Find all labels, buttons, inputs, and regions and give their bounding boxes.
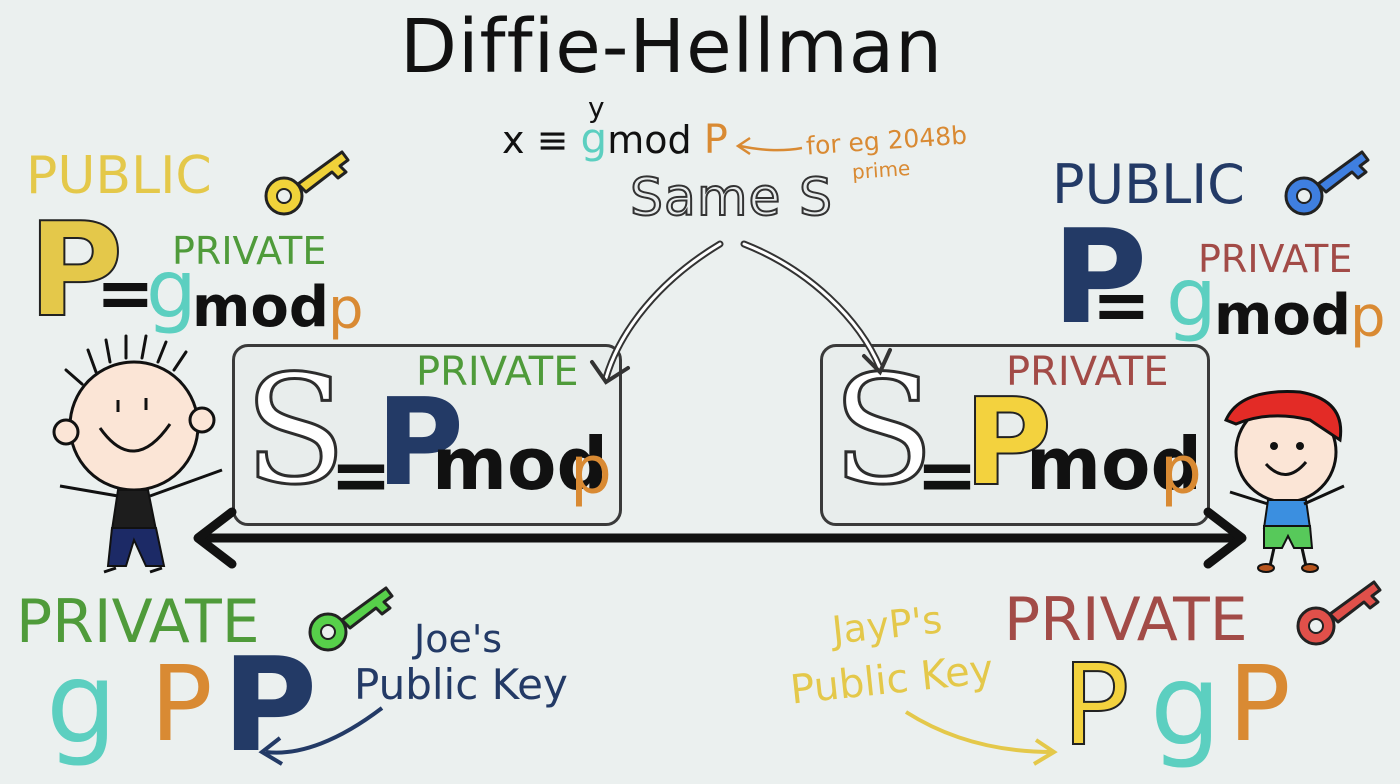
right-private-exp: PRIVATE xyxy=(1198,237,1353,281)
right-box-eq: = xyxy=(916,432,979,518)
right-private-p: P xyxy=(1228,643,1291,765)
right-mod: mod xyxy=(1214,283,1351,348)
joe-key-caption-2: Public Key xyxy=(354,660,568,709)
formula-g: g xyxy=(580,114,608,163)
diagram-title: Diffie-Hellman xyxy=(400,4,944,90)
right-box-S: S xyxy=(831,344,937,518)
left-box-P: P xyxy=(376,374,464,513)
left-mod: mod xyxy=(192,275,329,340)
right-public-P: P xyxy=(1052,201,1148,353)
left-shared-secret-box xyxy=(232,344,622,526)
formula-x: x xyxy=(502,118,525,162)
left-private-label: PRIVATE xyxy=(16,587,260,657)
red-key-icon xyxy=(1296,580,1382,646)
prime-pointer-arrow xyxy=(735,136,803,156)
left-public-P: P xyxy=(27,194,124,346)
right-private-g: g xyxy=(1150,641,1222,771)
left-box-eq: = xyxy=(330,432,393,518)
joe-key-arrow xyxy=(258,706,384,766)
right-shared-secret-box xyxy=(820,344,1210,526)
left-private-g: g xyxy=(46,639,118,769)
formula-p: P xyxy=(703,117,728,163)
jayp-key-arrow xyxy=(904,710,1058,766)
right-private-label: PRIVATE xyxy=(1004,585,1248,655)
right-private-P: P xyxy=(1061,641,1131,771)
formula-mod: mod xyxy=(607,118,692,162)
formula-equiv: ≡ xyxy=(536,118,569,162)
right-box-p: p xyxy=(1160,432,1202,509)
left-box-private-exp: PRIVATE xyxy=(416,349,579,395)
left-public-label: PUBLIC xyxy=(26,146,212,206)
right-g: g xyxy=(1166,251,1217,344)
left-private-exp: PRIVATE xyxy=(172,229,327,273)
right-public-label: PUBLIC xyxy=(1052,153,1245,216)
joe-key-caption-1: Joe's xyxy=(414,617,503,661)
left-box-p: p xyxy=(570,432,612,509)
same-s-right-arrow xyxy=(740,240,892,376)
formula-exponent: y xyxy=(588,91,605,124)
green-key-icon xyxy=(308,586,394,652)
right-box-mod: mod xyxy=(1026,422,1203,506)
right-box-private-exp: PRIVATE xyxy=(1006,349,1169,395)
boy-character xyxy=(52,334,223,574)
left-g: g xyxy=(146,243,197,336)
same-s-left-arrow xyxy=(590,240,724,385)
left-box-S: S xyxy=(243,344,349,518)
right-p: p xyxy=(1350,285,1386,350)
left-p: p xyxy=(328,277,364,342)
right-box-P: P xyxy=(963,374,1053,513)
left-eq: = xyxy=(96,252,155,334)
right-eq: = xyxy=(1092,264,1151,346)
left-private-p: P xyxy=(150,643,213,765)
red-cap-boy-character xyxy=(1224,390,1345,573)
blue-key-icon xyxy=(1284,150,1370,216)
left-box-mod: mod xyxy=(432,422,609,506)
same-s-label: Same S xyxy=(629,168,834,228)
yellow-key-icon xyxy=(264,150,350,216)
modular-formula: x ≡ gmod P y xyxy=(502,94,728,163)
exchange-double-arrow xyxy=(193,507,1247,569)
